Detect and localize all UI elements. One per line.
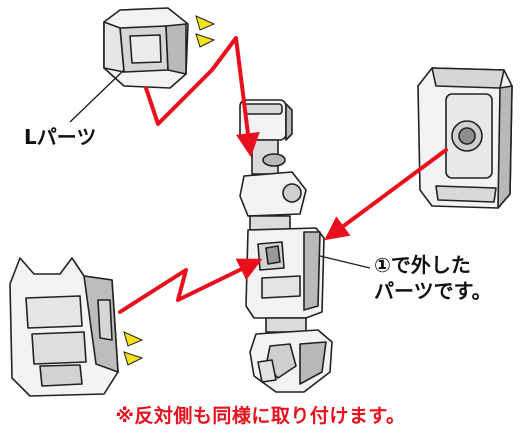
arrow-right-part (324, 148, 448, 241)
bottom-note: ※反対側も同様に取り付けます。 (115, 405, 406, 427)
removed-part-label-line2: パーツです。 (374, 279, 492, 303)
click-mark-bottom (123, 331, 144, 366)
l-part-top (103, 7, 189, 89)
click-mark-top (195, 15, 216, 48)
right-part (417, 67, 513, 209)
removed-part-label: ①で外した パーツです。 (374, 252, 492, 304)
removed-part-label-line1: ①で外した (374, 253, 471, 277)
removed-part-leader-line (319, 255, 371, 269)
l-part-label: Lパーツ (24, 125, 97, 149)
l-part-leader-line (69, 69, 125, 123)
arrow-top-part (144, 36, 260, 158)
left-part-bottom (9, 257, 119, 397)
arm-frame (239, 99, 333, 393)
arrow-bottom-part (118, 258, 263, 314)
